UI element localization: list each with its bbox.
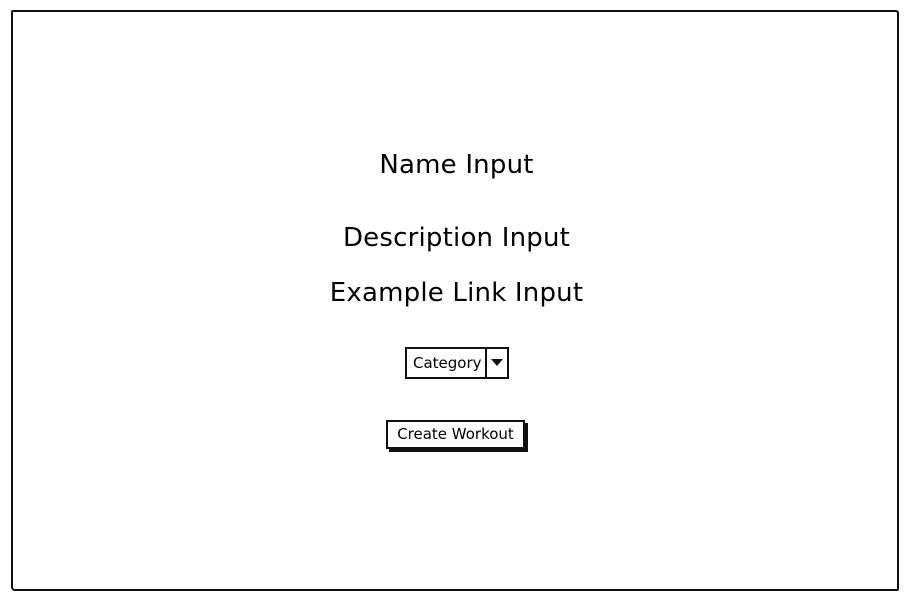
description-input[interactable]: Description Input — [342, 223, 571, 253]
category-select[interactable]: Category — [405, 347, 509, 379]
category-select-value: Category — [413, 354, 482, 372]
create-workout-button[interactable]: Create Workout — [386, 420, 525, 449]
dropdown-toggle[interactable] — [485, 349, 507, 377]
triangle-down-icon — [491, 359, 503, 366]
example-link-input[interactable]: Example Link Input — [329, 278, 584, 308]
name-input[interactable]: Name Input — [379, 150, 534, 180]
window-frame — [11, 10, 899, 591]
